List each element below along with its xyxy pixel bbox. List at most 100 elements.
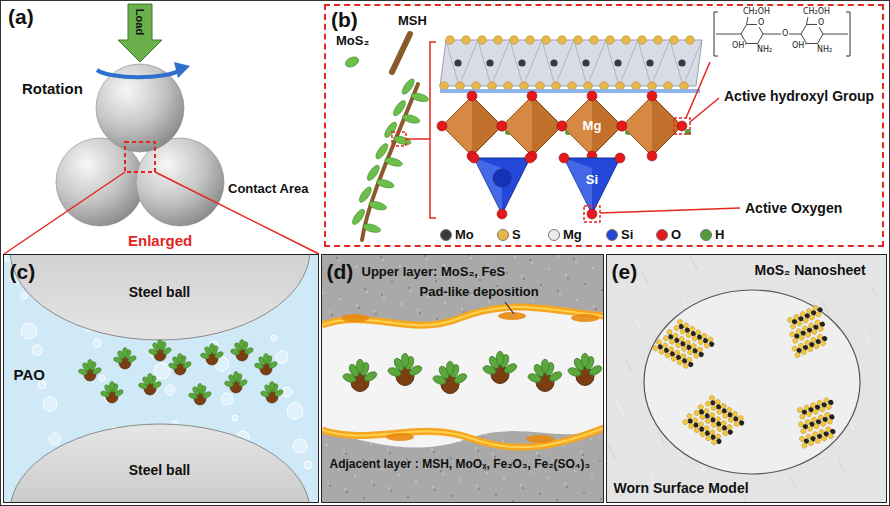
- leaf: [198, 384, 203, 393]
- surface-texture: [695, 266, 697, 268]
- sulfur-atom: [716, 425, 723, 432]
- oxygen-atom: [677, 121, 687, 131]
- steel-surface: [322, 255, 603, 502]
- surface-texture: [830, 257, 832, 259]
- rotation-arrowhead: [174, 62, 190, 78]
- surface-texture: [431, 448, 433, 450]
- panel-e-art: [607, 255, 886, 502]
- part-label: Steel ball: [129, 461, 190, 477]
- leaf: [238, 379, 248, 388]
- surface-texture: [696, 268, 698, 270]
- sugar-ring: [801, 24, 823, 43]
- surface-texture: [419, 312, 421, 314]
- surface-texture: [512, 500, 514, 502]
- surface-texture: [733, 289, 735, 291]
- bond: [716, 34, 741, 35]
- msh-particle: [567, 353, 603, 385]
- sulfur-atom: [722, 429, 729, 436]
- oil-bubble: [154, 363, 170, 379]
- surface-texture: [627, 363, 629, 365]
- leaf: [200, 352, 210, 360]
- callout-label: Active Oxygen: [745, 200, 842, 216]
- surface-texture: [876, 296, 878, 298]
- surface-texture: [619, 407, 621, 409]
- surface-texture: [558, 255, 560, 257]
- surface-texture: [390, 490, 392, 492]
- sulfur-atom: [526, 36, 535, 45]
- surface-texture: [792, 481, 794, 483]
- sulfur-atom: [704, 400, 711, 407]
- surface-texture: [794, 485, 796, 487]
- oxygen-atom: [587, 91, 597, 101]
- oil-bubble: [49, 433, 61, 445]
- surface-texture: [825, 307, 827, 309]
- surface-texture: [485, 434, 487, 436]
- surface-texture: [356, 304, 358, 306]
- sulfur-atom: [699, 413, 706, 420]
- surface-texture: [883, 497, 885, 499]
- chemical-group-label: OH: [731, 42, 745, 50]
- leaf: [148, 348, 158, 356]
- oxygen-atom: [525, 153, 535, 163]
- surface-texture: [475, 447, 477, 449]
- material-label: MSH: [398, 14, 427, 29]
- steel-ball: [10, 255, 310, 340]
- leaf: [496, 351, 504, 365]
- sulfur-atom: [792, 337, 799, 344]
- surface-texture: [701, 465, 703, 467]
- surface-texture: [660, 436, 662, 438]
- sulfur-atom: [806, 411, 813, 418]
- surface-texture: [643, 275, 645, 277]
- molybdenum-atom: [646, 59, 653, 66]
- surface-texture: [691, 258, 693, 260]
- rotation-arrow: [97, 70, 180, 77]
- mos2-bond: [638, 40, 670, 86]
- sulfur-atom: [827, 433, 834, 440]
- mos2-bond: [446, 40, 478, 86]
- sulfur-atom: [673, 325, 680, 332]
- leaf: [162, 347, 172, 356]
- oxygen-atom: [559, 153, 569, 163]
- surface-texture: [373, 484, 375, 486]
- tribofilm-lower: [322, 428, 603, 447]
- sulfur-atom: [558, 36, 567, 45]
- msh-particle: [342, 359, 378, 391]
- surface-texture: [408, 287, 410, 289]
- leaf: [254, 362, 264, 370]
- zoom-bracket: [430, 42, 436, 218]
- mg-octahedron: [502, 96, 562, 156]
- surface-texture: [595, 308, 597, 310]
- surface-texture: [529, 433, 531, 435]
- leaf: [268, 361, 278, 370]
- tribofilm-upper: [322, 307, 603, 325]
- leaf: [408, 364, 423, 377]
- oil-bubble: [276, 351, 288, 363]
- surface-texture: [616, 401, 618, 403]
- legend-item: Mg: [548, 227, 582, 243]
- surface-texture: [363, 497, 365, 499]
- sulfur-atom: [676, 359, 683, 366]
- surface-texture: [784, 278, 786, 280]
- callout-label: MoS₂ Nanosheet: [755, 262, 866, 278]
- surface-texture: [380, 256, 382, 258]
- oxygen-atom: [497, 121, 507, 131]
- msh-particle: [168, 354, 192, 376]
- leaf: [178, 354, 183, 363]
- leaf: [270, 382, 275, 391]
- surface-texture: [614, 457, 616, 459]
- surface-texture: [426, 258, 428, 260]
- oil-bubble: [99, 375, 105, 381]
- surface-texture: [322, 292, 324, 294]
- oxygen-atom: [587, 209, 597, 219]
- leaf: [127, 355, 137, 364]
- part-label: Steel ball: [129, 283, 190, 299]
- surface-texture: [864, 332, 866, 334]
- oil-bubble: [282, 387, 292, 397]
- surface-texture: [371, 481, 373, 483]
- mos2-bond: [670, 40, 702, 86]
- pad-deposit: [526, 435, 554, 443]
- leaf: [387, 366, 402, 378]
- leaf: [92, 367, 102, 376]
- sulfur-atom: [670, 36, 679, 45]
